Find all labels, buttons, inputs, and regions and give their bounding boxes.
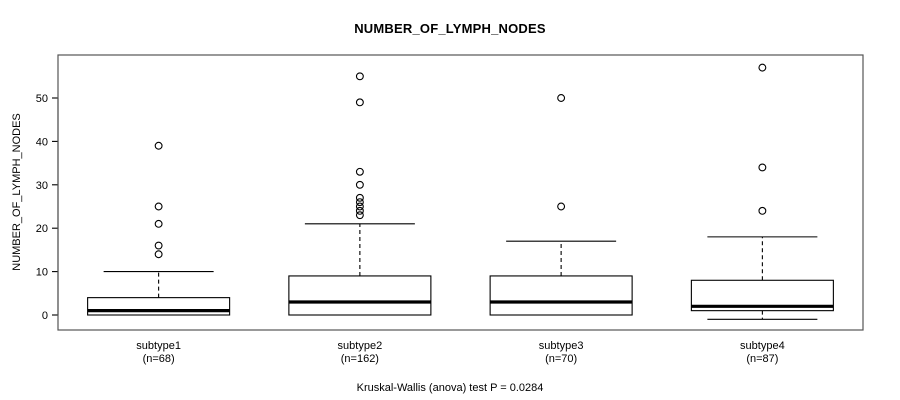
outlier-point bbox=[154, 241, 163, 250]
boxplot-group-subtype1 bbox=[87, 141, 231, 316]
y-tick-label: 10 bbox=[36, 267, 48, 279]
boxplot-group-subtype4 bbox=[690, 63, 834, 320]
statistical-test-footnote: Kruskal-Wallis (anova) test P = 0.0284 bbox=[357, 382, 544, 394]
outlier-point bbox=[154, 219, 163, 228]
outlier-point bbox=[355, 167, 364, 176]
y-tick-label: 0 bbox=[42, 310, 48, 322]
x-tick-label-subtype2: subtype2 bbox=[338, 340, 383, 352]
y-tick-label: 40 bbox=[36, 136, 48, 148]
y-tick-label: 50 bbox=[36, 93, 48, 105]
x-tick-count-subtype2: (n=162) bbox=[341, 353, 379, 365]
chart-title: NUMBER_OF_LYMPH_NODES bbox=[354, 21, 546, 36]
outlier-point bbox=[355, 211, 364, 220]
outlier-point bbox=[355, 98, 364, 107]
boxplot-group-subtype2 bbox=[288, 72, 432, 316]
outlier-point bbox=[154, 141, 163, 150]
outlier-point bbox=[557, 202, 566, 211]
x-tick-label-subtype3: subtype3 bbox=[539, 340, 584, 352]
y-tick-label: 20 bbox=[36, 223, 48, 235]
box-series bbox=[87, 63, 834, 320]
x-axis: subtype1(n=68)subtype2(n=162)subtype3(n=… bbox=[136, 340, 784, 365]
outlier-point bbox=[758, 63, 767, 72]
outlier-point bbox=[355, 72, 364, 81]
boxplot-group-subtype3 bbox=[489, 94, 633, 316]
box-iqr bbox=[87, 297, 231, 316]
y-axis-label: NUMBER_OF_LYMPH_NODES bbox=[11, 113, 23, 271]
plot-frame bbox=[57, 54, 864, 331]
outlier-point bbox=[758, 206, 767, 215]
x-tick-count-subtype3: (n=70) bbox=[545, 353, 577, 365]
x-tick-label-subtype1: subtype1 bbox=[136, 340, 181, 352]
outlier-point bbox=[154, 250, 163, 259]
outlier-point bbox=[355, 206, 364, 215]
outlier-point bbox=[154, 202, 163, 211]
outlier-point bbox=[355, 193, 364, 202]
x-tick-count-subtype4: (n=87) bbox=[746, 353, 778, 365]
y-tick-label: 30 bbox=[36, 180, 48, 192]
x-tick-label-subtype4: subtype4 bbox=[740, 340, 785, 352]
outlier-point bbox=[758, 163, 767, 172]
outlier-point bbox=[355, 180, 364, 189]
outlier-point bbox=[355, 198, 364, 207]
outlier-point bbox=[355, 202, 364, 211]
box-iqr bbox=[489, 275, 633, 316]
x-tick-count-subtype1: (n=68) bbox=[143, 353, 175, 365]
outlier-point bbox=[557, 94, 566, 102]
box-iqr bbox=[288, 275, 432, 316]
